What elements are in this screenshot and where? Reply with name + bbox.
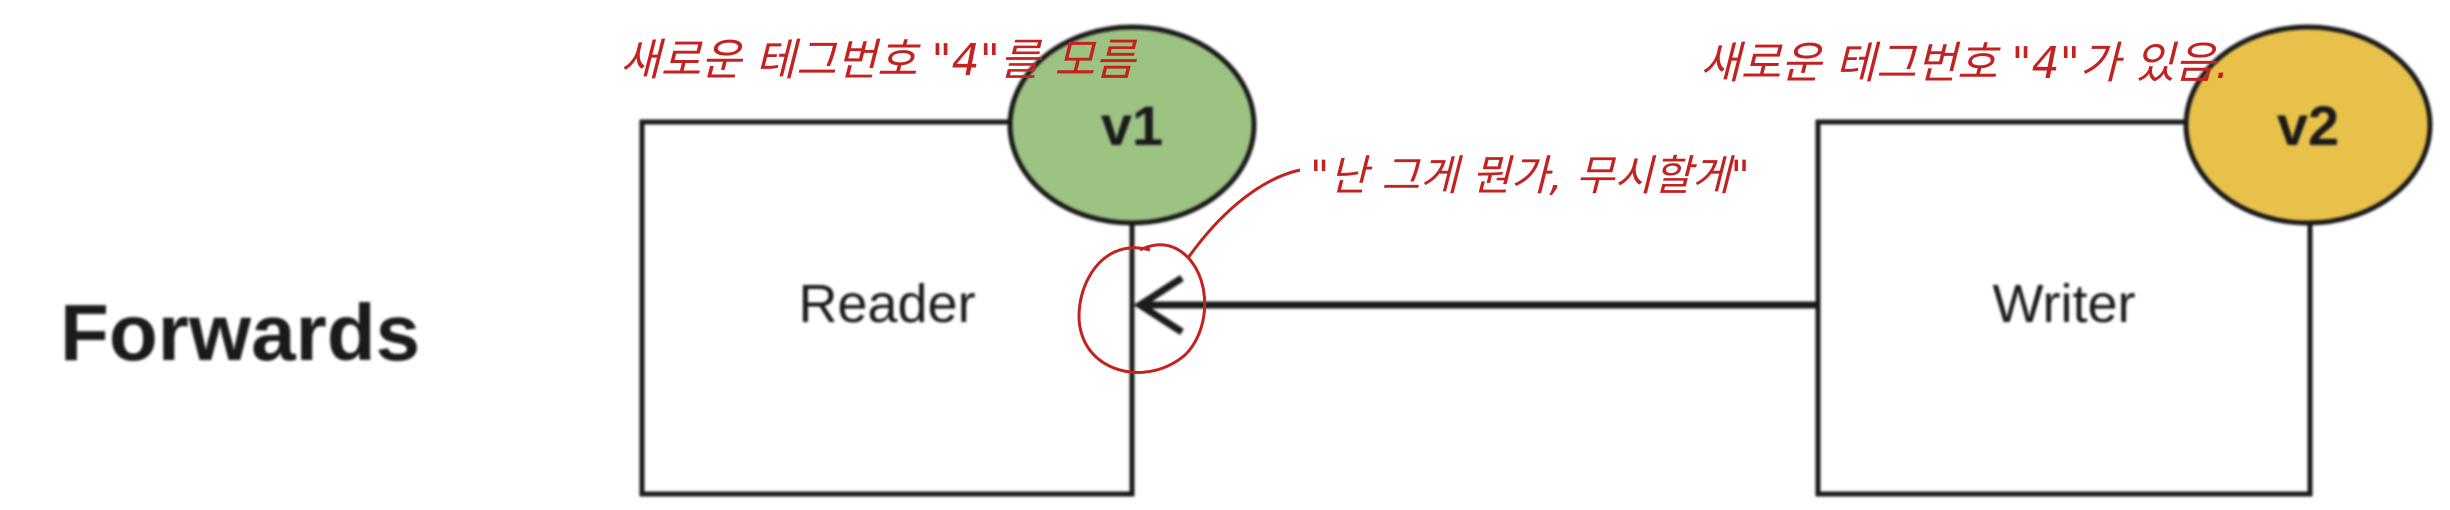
forward-arrow-head [1133, 275, 1184, 335]
arrowhead-circle-annotation [1077, 243, 1207, 374]
v1-version-label: v1 [1101, 94, 1163, 157]
v2-version-label: v2 [2277, 94, 2339, 157]
diagram-title: Forwards [60, 288, 420, 377]
v2-version-ellipse [2183, 24, 2433, 226]
reader-annotation: 새로운 테그번호 "4"를 모름 [620, 35, 1138, 86]
edge-annotation: "난 그게 뭔가, 무시할게" [1310, 151, 1750, 200]
annotation-pointer-line [1186, 168, 1301, 259]
v1-version-ellipse [1007, 24, 1257, 226]
writer-annotation: 새로운 테그번호 "4"가 있음. [1700, 38, 2229, 89]
reader-label: Reader [798, 274, 975, 334]
writer-label: Writer [1993, 274, 2136, 334]
